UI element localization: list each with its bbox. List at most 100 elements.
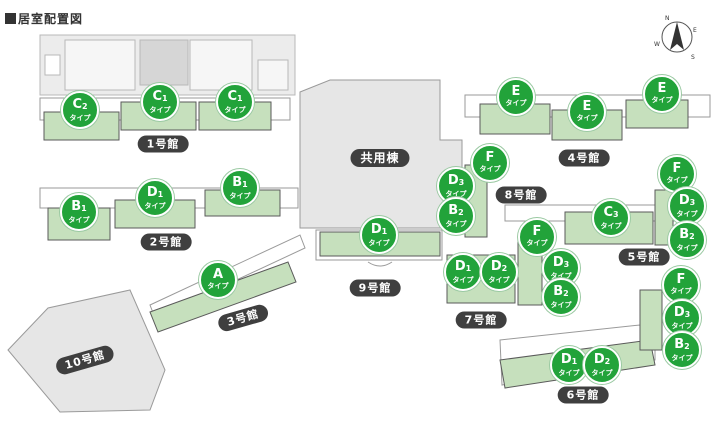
- badge-type-caption: タイプ: [600, 222, 622, 230]
- badge-type-letter: E: [657, 81, 667, 96]
- badge-type-caption: タイプ: [666, 176, 688, 184]
- compass-w: W: [654, 41, 660, 48]
- compass-e: E: [693, 27, 697, 34]
- badge-type-caption: タイプ: [445, 190, 467, 198]
- room-type-badge[interactable]: D2 タイプ: [583, 346, 621, 384]
- badge-type-letter: B2: [553, 284, 569, 299]
- badge-type-caption: タイプ: [69, 114, 91, 122]
- badge-type-letter: D2: [593, 352, 611, 367]
- room-type-badge[interactable]: B2 タイプ: [542, 278, 580, 316]
- badge-type-letter: F: [672, 161, 682, 176]
- badge-type-letter: D3: [678, 193, 696, 208]
- building-6-units-right: [639, 289, 663, 351]
- badge-type-letter: F: [676, 272, 686, 287]
- badge-type-caption: タイプ: [207, 282, 229, 290]
- badge-type-caption: タイプ: [591, 369, 613, 377]
- map-title: 居室配置図: [5, 10, 83, 27]
- badge-type-letter: E: [582, 99, 592, 114]
- badge-type-letter: C3: [603, 205, 619, 220]
- label-building-6[interactable]: 6号館: [557, 386, 609, 404]
- room-type-badge[interactable]: D3 タイプ: [668, 187, 706, 225]
- badge-type-letter: B2: [448, 203, 464, 218]
- badge-type-letter: D1: [560, 352, 578, 367]
- room-type-badge[interactable]: B2 タイプ: [437, 197, 475, 235]
- compass-n: N: [665, 15, 670, 22]
- badge-type-caption: タイプ: [676, 244, 698, 252]
- badge-type-caption: タイプ: [224, 106, 246, 114]
- badge-type-letter: C2: [72, 97, 88, 112]
- badge-type-caption: タイプ: [550, 272, 572, 280]
- badge-type-caption: タイプ: [550, 301, 572, 309]
- badge-type-letter: B2: [679, 227, 695, 242]
- title-square-icon: [5, 13, 16, 24]
- badge-type-caption: タイプ: [671, 354, 693, 362]
- badge-type-letter: B2: [674, 337, 690, 352]
- label-building-2[interactable]: 2号館: [140, 233, 192, 251]
- badge-type-letter: D1: [146, 185, 164, 200]
- badge-type-caption: タイプ: [368, 239, 390, 247]
- room-type-badge[interactable]: B2 タイプ: [663, 331, 701, 369]
- badge-type-caption: タイプ: [558, 369, 580, 377]
- badge-type-letter: A: [212, 267, 224, 282]
- badge-type-caption: タイプ: [445, 220, 467, 228]
- room-type-badge[interactable]: D1 タイプ: [136, 179, 174, 217]
- badge-type-letter: E: [511, 84, 521, 99]
- label-building-9[interactable]: 9号館: [349, 279, 401, 297]
- badge-type-caption: タイプ: [229, 192, 251, 200]
- badge-type-caption: タイプ: [149, 106, 171, 114]
- room-type-badge[interactable]: C1 タイプ: [216, 83, 254, 121]
- badge-type-caption: タイプ: [144, 202, 166, 210]
- room-type-badge[interactable]: B1 タイプ: [221, 169, 259, 207]
- room-type-badge[interactable]: D3 タイプ: [663, 299, 701, 337]
- room-type-badge[interactable]: D1 タイプ: [444, 253, 482, 291]
- room-type-badge[interactable]: D2 タイプ: [480, 253, 518, 291]
- badge-type-letter: D1: [370, 222, 388, 237]
- compass-icon: N E S W: [654, 14, 700, 61]
- badge-type-caption: タイプ: [576, 114, 598, 122]
- label-building-7[interactable]: 7号館: [455, 311, 507, 329]
- badge-type-caption: タイプ: [68, 216, 90, 224]
- label-common-building[interactable]: 共用棟: [350, 149, 410, 167]
- badge-type-letter: D2: [490, 259, 508, 274]
- label-building-8[interactable]: 8号館: [495, 186, 547, 204]
- map-title-text: 居室配置図: [18, 12, 84, 26]
- label-building-5[interactable]: 5号館: [618, 248, 670, 266]
- badge-type-letter: D3: [673, 305, 691, 320]
- room-type-badge[interactable]: B2 タイプ: [668, 221, 706, 259]
- badge-type-caption: タイプ: [488, 276, 510, 284]
- badge-type-caption: タイプ: [505, 99, 527, 107]
- badge-type-letter: D3: [447, 173, 465, 188]
- badge-type-letter: C1: [152, 89, 168, 104]
- room-type-badge[interactable]: C1 タイプ: [141, 83, 179, 121]
- badge-type-letter: F: [485, 150, 495, 165]
- badge-type-caption: タイプ: [452, 276, 474, 284]
- badge-type-letter: B1: [232, 175, 248, 190]
- badge-type-letter: F: [532, 224, 542, 239]
- badge-type-caption: タイプ: [676, 210, 698, 218]
- badge-type-caption: タイプ: [526, 239, 548, 247]
- badge-type-letter: D1: [454, 259, 472, 274]
- badge-type-caption: タイプ: [671, 322, 693, 330]
- room-type-badge[interactable]: D1 タイプ: [550, 346, 588, 384]
- badge-type-letter: D3: [552, 255, 570, 270]
- label-building-1[interactable]: 1号館: [137, 135, 189, 153]
- badge-type-caption: タイプ: [670, 287, 692, 295]
- badge-type-letter: C1: [227, 89, 243, 104]
- badge-type-caption: タイプ: [479, 165, 501, 173]
- room-type-badge[interactable]: C2 タイプ: [61, 91, 99, 129]
- room-type-badge[interactable]: C3 タイプ: [592, 199, 630, 237]
- badge-type-caption: タイプ: [651, 96, 673, 104]
- room-type-badge[interactable]: D1 タイプ: [360, 216, 398, 254]
- compass-s: S: [691, 54, 695, 60]
- label-building-4[interactable]: 4号館: [558, 149, 610, 167]
